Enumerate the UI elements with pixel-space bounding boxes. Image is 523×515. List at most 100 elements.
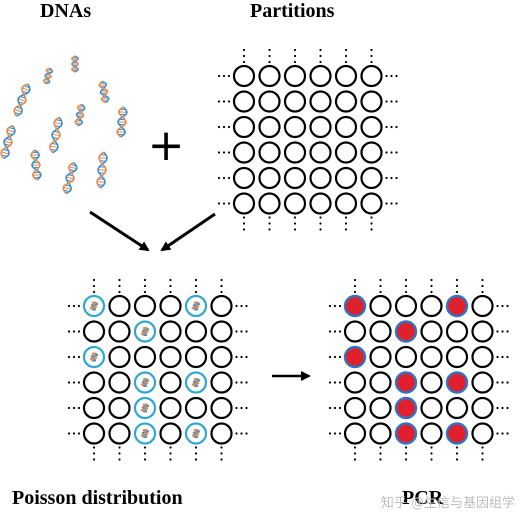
ellipsis-dot [370, 60, 373, 64]
ellipsis-dot [222, 74, 226, 78]
dna-molecule [62, 161, 78, 195]
ellipsis-dot [92, 452, 96, 455]
empty-partition [283, 90, 307, 113]
ellipsis-dot [390, 151, 393, 154]
ellipsis-dot [404, 284, 408, 288]
empty-partition [343, 396, 367, 420]
ellipsis-dot [143, 278, 147, 282]
ellipsis-dot [72, 355, 76, 359]
ellipsis-dot [143, 446, 147, 449]
empty-partition [360, 192, 383, 215]
partitions-label: Partitions [250, 0, 335, 22]
ellipsis-dot [143, 290, 147, 294]
partition-with-dna [82, 345, 106, 369]
ellipsis-dot [245, 406, 248, 410]
ellipsis-dot [220, 284, 223, 288]
ellipsis-dot [77, 381, 81, 384]
dna-molecule [191, 377, 201, 388]
positive-partition [394, 422, 418, 445]
ellipsis-dot [220, 458, 223, 461]
ellipsis-dot [328, 330, 332, 333]
ellipsis-dot [370, 54, 373, 58]
dna-molecule [96, 151, 108, 189]
ellipsis-dot [92, 446, 96, 449]
ellipsis-dot [370, 216, 373, 219]
ellipsis-dot [67, 432, 71, 435]
ellipsis-dot [333, 381, 337, 384]
ellipsis-dot [293, 228, 297, 231]
ellipsis-dot [268, 216, 271, 219]
ellipsis-dot [338, 432, 342, 435]
ellipsis-dot [404, 278, 408, 282]
ellipsis-dot [217, 74, 221, 78]
ellipsis-dot [430, 278, 433, 282]
ellipsis-dot [227, 176, 231, 180]
ellipsis-dot [379, 290, 382, 294]
poisson-distribution-grid [67, 278, 248, 461]
ellipsis-dot [245, 432, 248, 435]
ellipsis-dot [353, 452, 357, 455]
watermark-text: 知乎 @生信与基因组学 [380, 496, 515, 511]
ellipsis-dot [328, 355, 332, 359]
empty-partition [471, 294, 494, 318]
empty-partition [394, 345, 418, 369]
ellipsis-dot [268, 54, 271, 58]
positive-partition [445, 294, 469, 318]
ellipsis-dot [379, 458, 382, 461]
dna-molecule [89, 352, 99, 362]
ellipsis-dot [370, 228, 373, 231]
empty-partition [258, 192, 281, 215]
partition-with-dna [133, 371, 157, 394]
arrow-partitions-to-distribution [160, 212, 216, 252]
ellipsis-dot [240, 406, 243, 410]
partition-with-dna [133, 320, 157, 343]
empty-partition [159, 396, 182, 420]
empty-partition [184, 320, 208, 343]
positive-partition [343, 294, 367, 318]
dna-molecule [140, 326, 150, 337]
ellipsis-dot [194, 452, 198, 455]
dna-molecule [89, 301, 99, 311]
ellipsis-dot [333, 432, 337, 435]
ellipsis-dot [169, 446, 172, 449]
ellipsis-dot [222, 100, 226, 103]
empty-partition [258, 115, 281, 139]
empty-partition [420, 345, 443, 369]
ellipsis-dot [455, 452, 459, 455]
dna-molecule [0, 124, 16, 160]
ellipsis-dot [268, 228, 271, 231]
empty-partition [108, 320, 131, 343]
ellipsis-dot [496, 406, 499, 410]
empty-partition [471, 396, 494, 420]
empty-partition [283, 192, 307, 215]
ellipsis-dot [118, 284, 121, 288]
empty-partition [283, 64, 307, 88]
ellipsis-dot [390, 100, 393, 103]
ellipsis-dot [194, 446, 198, 449]
dna-molecule [191, 428, 201, 439]
ellipsis-dot [353, 458, 357, 461]
ellipsis-dot [240, 381, 243, 384]
empty-partition [82, 422, 106, 445]
ellipsis-dot [385, 74, 388, 78]
partition-with-dna [82, 294, 106, 318]
ellipsis-dot [344, 54, 348, 58]
empty-partition [210, 294, 233, 318]
empty-partition [420, 294, 443, 318]
empty-partition [420, 396, 443, 420]
empty-partition [82, 320, 106, 343]
dna-molecule [191, 301, 201, 311]
ellipsis-dot [481, 290, 484, 294]
dna-molecule [71, 55, 79, 73]
empty-partition [471, 422, 494, 445]
empty-partition [82, 371, 106, 394]
ellipsis-dot [217, 176, 221, 180]
empty-partition [309, 64, 332, 88]
ellipsis-dot [338, 381, 342, 384]
ellipsis-dot [268, 48, 271, 52]
empty-partition [82, 396, 106, 420]
empty-partition [210, 396, 233, 420]
ellipsis-dot [92, 284, 96, 288]
ellipsis-dot [333, 355, 337, 359]
empty-partition [471, 371, 494, 394]
